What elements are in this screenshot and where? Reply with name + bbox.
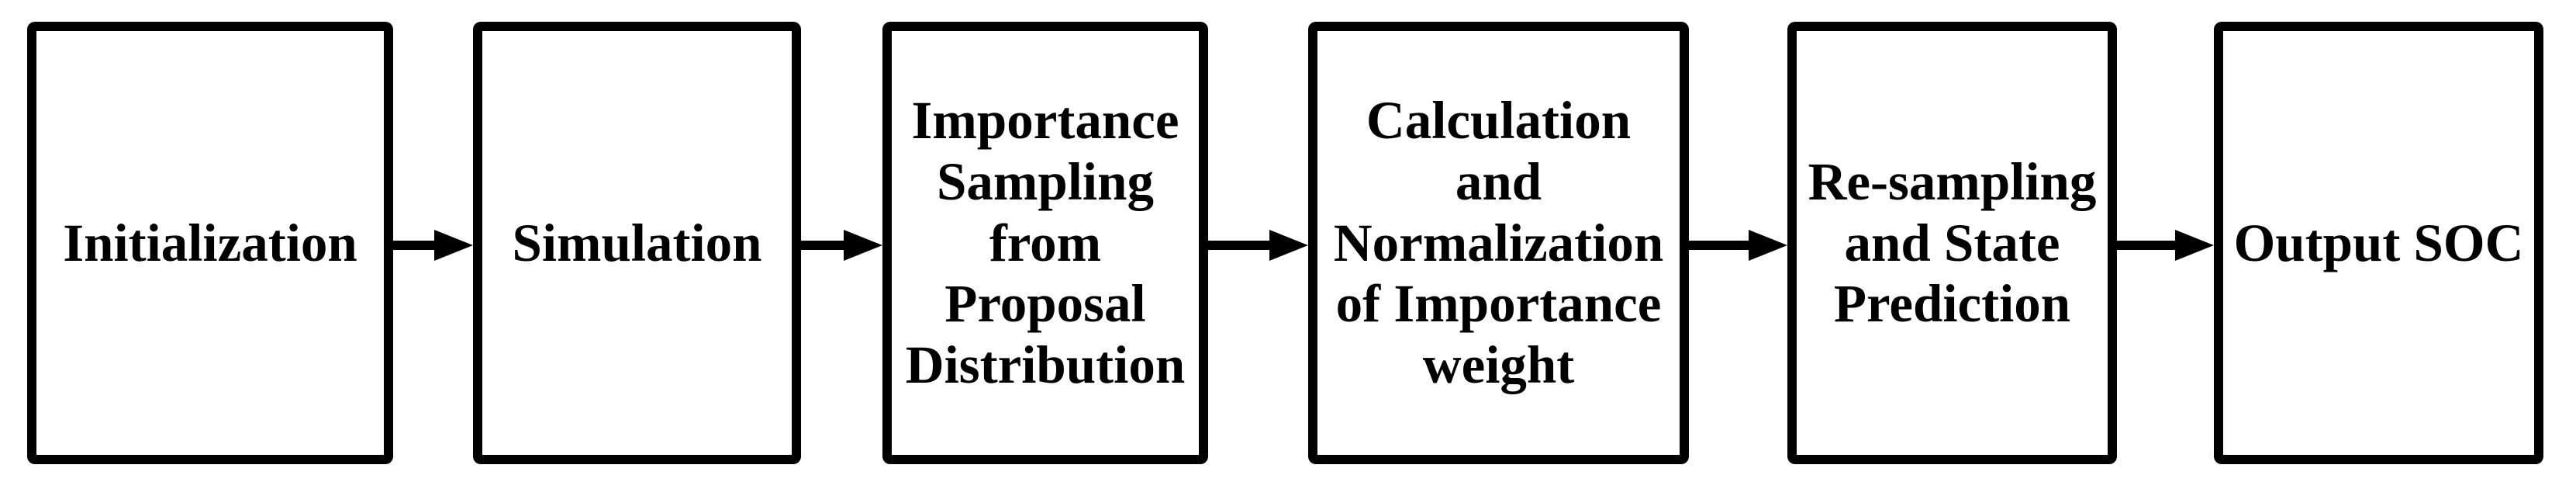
arrow-head-icon	[844, 230, 882, 261]
step-label-line: of Importance	[1335, 274, 1662, 334]
step-box-importance-sampling: Importance Sampling from Proposal Distri…	[882, 22, 1208, 464]
step-label-line: Normalization	[1333, 213, 1664, 272]
arrow-shaft	[1208, 241, 1272, 250]
step-label-line: Distribution	[905, 335, 1186, 394]
step-box-output-soc: Output SOC	[2214, 22, 2543, 464]
step-label: Output SOC	[2233, 213, 2524, 272]
arrow-shaft	[2117, 241, 2178, 250]
arrow-head-icon	[1269, 230, 1308, 261]
flow-arrow-1	[393, 230, 473, 261]
step-label: Simulation	[512, 213, 762, 272]
arrow-head-icon	[2175, 230, 2214, 261]
step-box-resampling: Re-sampling and State Prediction	[1787, 22, 2117, 464]
step-label-line: and State	[1844, 213, 2060, 272]
step-label-line: Prediction	[1833, 274, 2071, 334]
step-label-line: Re-sampling	[1808, 152, 2097, 212]
step-label-line: Importance	[911, 91, 1179, 151]
step-label-line: weight	[1422, 335, 1575, 394]
step-label: Initialization	[63, 213, 357, 272]
flow-arrow-2	[801, 230, 882, 261]
flow-arrow-3	[1208, 230, 1308, 261]
arrow-shaft	[801, 241, 847, 250]
flow-arrow-5	[2117, 230, 2214, 261]
step-label-line: Calculation	[1366, 91, 1632, 151]
step-box-weight-normalization: Calculation and Normalization of Importa…	[1308, 22, 1689, 464]
arrow-head-icon	[434, 230, 473, 261]
arrow-head-icon	[1749, 230, 1787, 261]
step-label-line: Proposal	[944, 274, 1146, 334]
arrow-shaft	[1689, 241, 1752, 250]
step-label-line: and	[1455, 152, 1542, 212]
flow-arrow-4	[1689, 230, 1787, 261]
step-box-simulation: Simulation	[473, 22, 801, 464]
step-box-initialization: Initialization	[27, 22, 393, 464]
step-label-line: from	[989, 213, 1102, 272]
arrow-shaft	[393, 241, 437, 250]
step-label-line: Sampling	[937, 152, 1154, 212]
